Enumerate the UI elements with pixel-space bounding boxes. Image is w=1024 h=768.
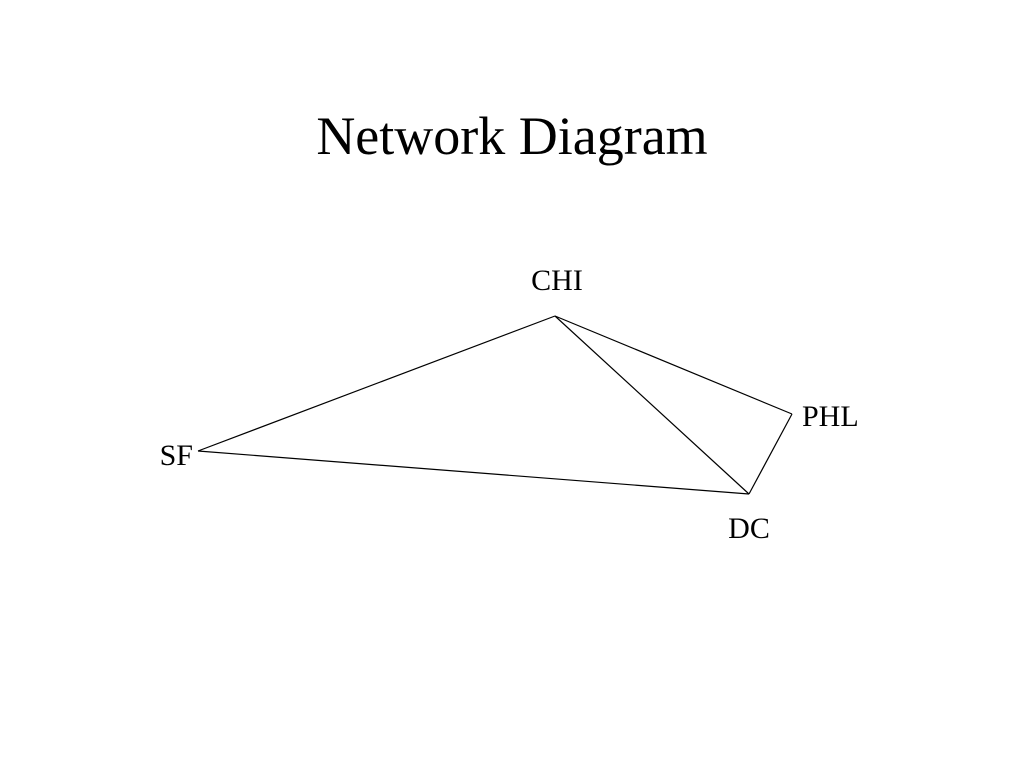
edge-chi-phl	[554, 315, 793, 415]
edge-sf-dc	[197, 450, 750, 495]
node-label-sf: SF	[160, 439, 193, 472]
edges	[197, 315, 793, 495]
slide-title: Network Diagram	[316, 106, 708, 166]
edge-sf-chi	[197, 315, 556, 452]
node-label-phl: PHL	[802, 400, 859, 433]
edge-phl-dc	[748, 413, 793, 495]
node-label-chi: CHI	[531, 264, 583, 297]
node-labels: CHI PHL SF DC	[160, 264, 859, 545]
node-label-dc: DC	[728, 512, 770, 545]
edge-chi-dc	[554, 315, 750, 495]
